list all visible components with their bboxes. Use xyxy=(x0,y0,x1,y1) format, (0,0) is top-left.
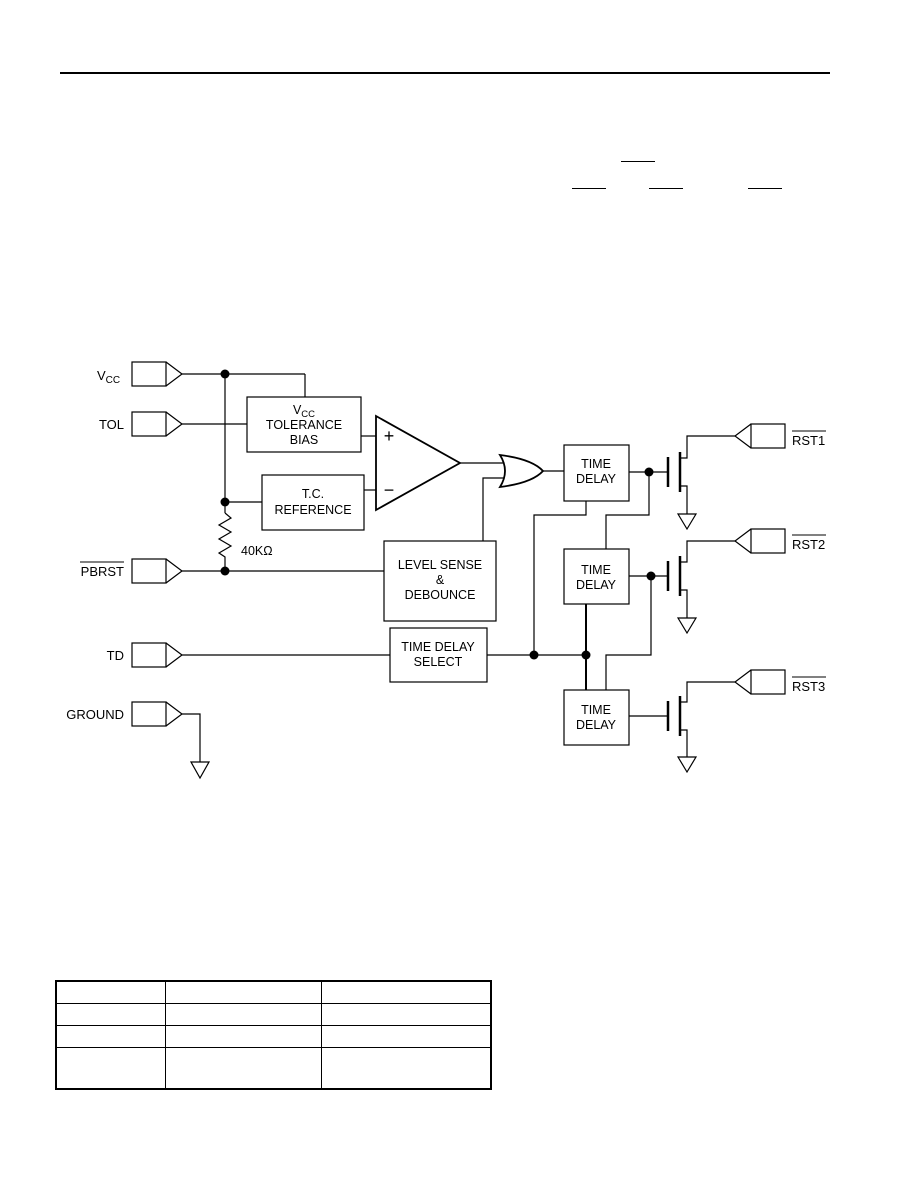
or-gate xyxy=(498,453,545,489)
table-cell xyxy=(321,1003,492,1027)
transistor-3 xyxy=(666,681,735,774)
vcc-tol-label-line2: TOLERANCE xyxy=(266,418,342,432)
overline-mark xyxy=(572,188,606,189)
resistor-label: 40KΩ xyxy=(241,544,273,558)
td3-label-line2: DELAY xyxy=(576,718,617,732)
level-sense-debounce-block xyxy=(383,540,497,622)
pin-rst2 xyxy=(734,528,786,554)
table-cell xyxy=(55,1025,166,1049)
pin-ground xyxy=(131,701,211,780)
pin-tol xyxy=(131,411,247,437)
pin-vcc xyxy=(131,361,306,397)
comparator-plus-label: + xyxy=(384,426,395,446)
table-cell xyxy=(321,1025,492,1049)
td1-label-line2: DELAY xyxy=(576,472,617,486)
comparator xyxy=(375,414,462,512)
table-row xyxy=(55,980,492,1005)
vcc-tol-label-line1: VCC xyxy=(293,403,315,420)
table-cell xyxy=(55,980,166,1005)
overline-mark xyxy=(748,188,782,189)
pin-pbrst xyxy=(131,558,384,584)
pin-rst1 xyxy=(734,423,786,449)
table-cell xyxy=(321,980,492,1005)
tc-ref-label-line2: REFERENCE xyxy=(274,503,351,517)
pin-label-rst1: RST1 xyxy=(792,433,825,448)
tc-reference-block xyxy=(261,474,365,531)
overline-mark xyxy=(621,161,655,162)
comparator-minus-label: − xyxy=(384,480,395,500)
pin-label-tol: TOL xyxy=(99,417,124,432)
table-cell xyxy=(55,1003,166,1027)
level-label-line1: LEVEL SENSE xyxy=(398,558,482,572)
table-cell xyxy=(165,1003,322,1027)
transistor-2 xyxy=(666,540,735,635)
tc-ref-label-line1: T.C. xyxy=(302,487,324,501)
level-label-line2: & xyxy=(436,573,445,587)
pin-label-td: TD xyxy=(107,648,124,663)
pin-rst3 xyxy=(734,669,786,695)
level-label-line3: DEBOUNCE xyxy=(405,588,476,602)
pin-td xyxy=(131,642,390,668)
table-cell xyxy=(165,1047,322,1091)
td1-label-line1: TIME xyxy=(581,457,611,471)
time-delay-block-1 xyxy=(563,444,630,502)
overline-mark xyxy=(649,188,683,189)
junction-dots xyxy=(220,369,656,660)
transistor-1 xyxy=(666,435,735,531)
pin-label-rst3: RST3 xyxy=(792,679,825,694)
td2-label-line2: DELAY xyxy=(576,578,617,592)
resistor-40k xyxy=(217,512,233,571)
pin-label-rst2: RST2 xyxy=(792,537,825,552)
td3-label-line1: TIME xyxy=(581,703,611,717)
data-table xyxy=(55,980,492,1091)
td2-label-line1: TIME xyxy=(581,563,611,577)
tds-label-line1: TIME DELAY xyxy=(401,640,475,654)
table-cell xyxy=(165,980,322,1005)
tds-label-line2: SELECT xyxy=(414,655,463,669)
table-row xyxy=(55,1025,492,1049)
table-cell xyxy=(321,1047,492,1091)
pin-label-ground: GROUND xyxy=(66,707,124,722)
table-cell xyxy=(55,1047,166,1091)
table-cell xyxy=(165,1025,322,1049)
table-row xyxy=(55,1003,492,1027)
vcc-tol-label-line3: BIAS xyxy=(290,433,319,447)
time-delay-block-3 xyxy=(563,689,630,746)
pin-label-vcc: VCC xyxy=(97,368,120,386)
vcc-tolerance-bias-block xyxy=(246,396,362,453)
pin-label-pbrst: PBRST xyxy=(81,564,124,579)
table-row xyxy=(55,1047,492,1091)
header-rule xyxy=(60,72,830,74)
